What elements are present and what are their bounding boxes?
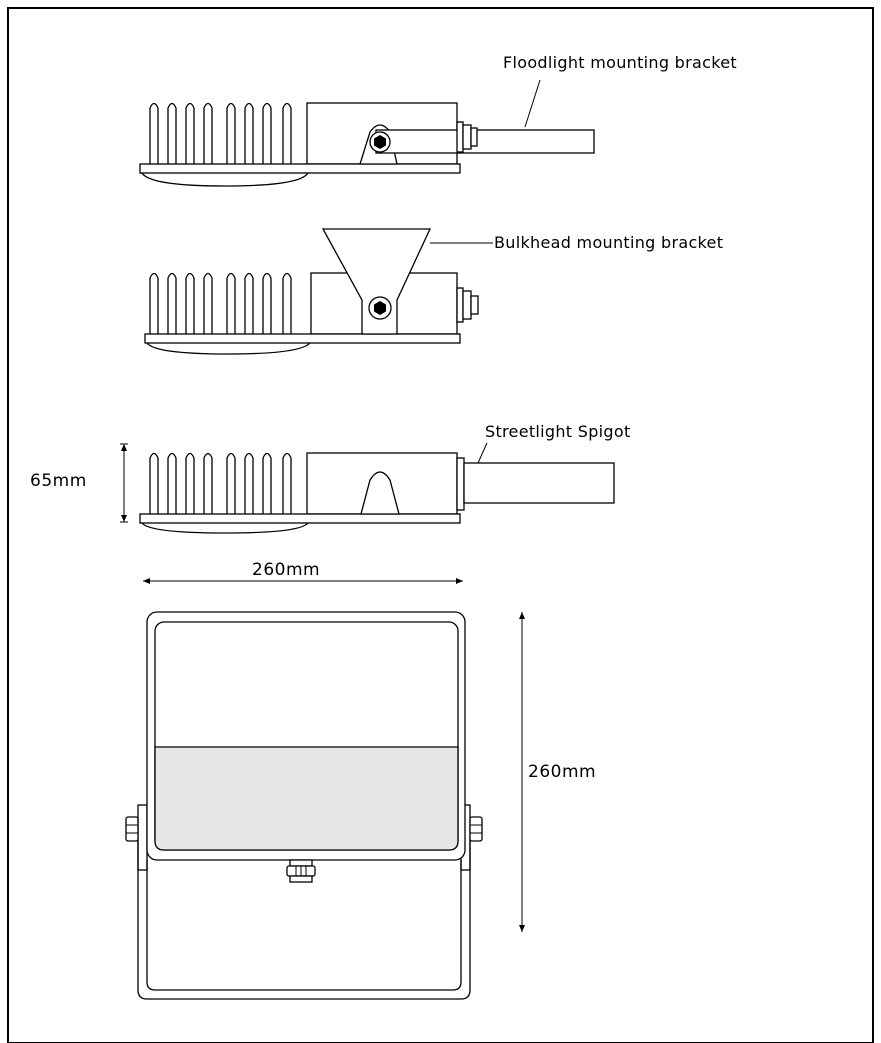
bottom-cable-gland [286, 859, 316, 883]
left-bolt [125, 816, 139, 842]
bulkhead-label: Bulkhead mounting bracket [494, 233, 723, 252]
lens [141, 172, 309, 187]
width-dimension [143, 578, 463, 584]
right-bolt [469, 816, 483, 842]
streetlight-label: Streetlight Spigot [485, 422, 631, 441]
floodlight-bracket-arm [375, 129, 595, 154]
floodlight-view: Floodlight mounting bracket [139, 53, 737, 187]
lens [146, 342, 311, 355]
u-bracket-outer [137, 840, 471, 1000]
heatsink-fins [149, 272, 292, 334]
base-plate [139, 163, 461, 174]
depth-dimension-label: 260mm [528, 762, 596, 782]
floodlight-leader-line [524, 79, 541, 128]
cable-gland [456, 287, 479, 323]
streetlight-spigot [463, 462, 615, 504]
heatsink-fins [149, 452, 292, 514]
u-bracket-inner [146, 860, 462, 991]
heatsink-fins [149, 102, 292, 164]
spigot-flange [456, 457, 465, 511]
height-dimension [120, 443, 128, 523]
lens [141, 522, 309, 534]
streetlight-view: Streetlight Spigot 65mm [30, 422, 631, 534]
cable-gland [456, 121, 478, 153]
front-view: 260mm 260mm [125, 560, 596, 1000]
depth-dimension [519, 612, 525, 932]
lens-area [154, 746, 459, 851]
streetlight-leader-line [477, 442, 488, 464]
bracket-lug [360, 471, 400, 515]
base-plate [144, 333, 461, 344]
floodlight-label: Floodlight mounting bracket [503, 53, 737, 72]
hex-nut-icon [374, 301, 386, 315]
base-plate [139, 513, 461, 524]
width-dimension-label: 260mm [252, 560, 320, 580]
height-dimension-label: 65mm [30, 471, 87, 491]
hex-nut-icon [374, 135, 386, 149]
drawing-frame [7, 7, 874, 1043]
left-bracket-lug [137, 804, 148, 871]
bulkhead-bracket [321, 228, 432, 335]
bulkhead-view: Bulkhead mounting bracket [144, 228, 723, 355]
